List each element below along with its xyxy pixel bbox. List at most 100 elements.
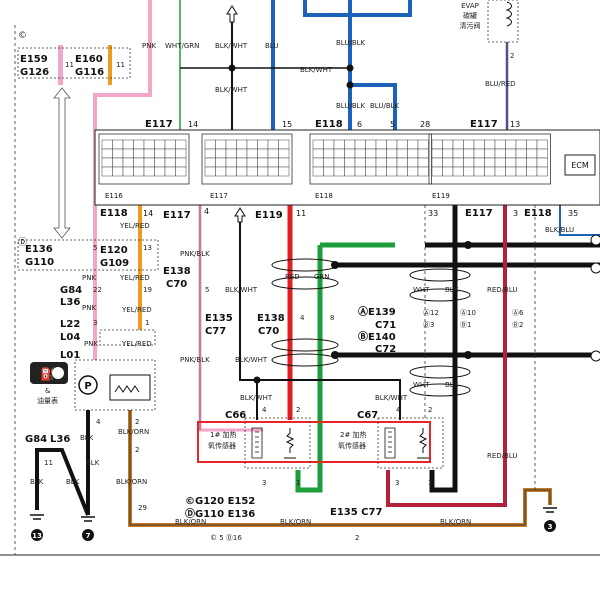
ecm-pin-cell <box>333 148 345 159</box>
orange-connector-bar <box>108 45 112 85</box>
pin-a10: Ⓐ10 <box>460 309 476 317</box>
wire-pnk-blk-2: PNK/BLK <box>180 356 210 364</box>
ecm-pin-cell <box>246 139 258 150</box>
ecm-pin-cell <box>225 166 237 177</box>
ecm-pin-cell <box>164 157 176 168</box>
ecm-pin-cell <box>257 139 269 150</box>
ecm-pin-cell <box>431 166 443 177</box>
sensor2-label-a: 2# 加热 <box>340 430 367 439</box>
top-e118-pin-c: 28 <box>420 120 430 129</box>
shield-ellipse-2 <box>271 338 339 367</box>
label-g110-e136: ⒹG110 E136 <box>185 507 255 520</box>
bot-e119-pin: 11 <box>296 209 306 218</box>
wire-blk-orn-2: BLK/ORN <box>116 478 147 486</box>
top-e117c-pin: 13 <box>510 120 520 129</box>
label-e135: E135 <box>205 313 233 324</box>
ecm-pin-cell <box>204 139 216 150</box>
ecm-pin-cell <box>417 139 429 150</box>
wire-blk-wht: BLK/WHT <box>215 42 248 50</box>
ecm-pin-cell <box>442 148 454 159</box>
evap-box <box>487 0 519 43</box>
shield-blk-2: BLK <box>445 381 459 389</box>
ecm-pin-cell <box>101 148 113 159</box>
blk-blu-wire <box>559 205 600 236</box>
ecm-pin-cell <box>484 148 496 159</box>
ecm-pin-cell <box>175 148 187 159</box>
ecm-pin-cell <box>536 139 548 150</box>
ecm-pin-cell <box>333 157 345 168</box>
ecm-pin-cell <box>452 148 464 159</box>
ecm-pin-cell <box>333 166 345 177</box>
fuel-gauge-label-1: & <box>45 387 51 395</box>
label-c70: C70 <box>166 279 187 290</box>
ecm-pin-cell <box>112 139 124 150</box>
gauge-resistor <box>109 374 151 401</box>
label-c77: C77 <box>205 326 226 337</box>
bot-e117b-pin: 3 <box>513 209 518 218</box>
ecm-pin-cell <box>112 157 124 168</box>
wire-blk-orn-bottom-1: BLK/ORN <box>175 518 206 526</box>
heater-coil-icon <box>251 427 263 459</box>
pin-5: 5 <box>93 244 97 252</box>
ecm-pin-cell <box>452 166 464 177</box>
dark-red-wire <box>386 205 507 507</box>
ecm-pin-cell <box>112 166 124 177</box>
ecm-pin-cell <box>344 157 356 168</box>
c67-pin1: 1 <box>428 479 432 487</box>
e116-label: E116 <box>105 192 123 200</box>
wire-blk-wht-2: BLK/WHT <box>235 356 268 364</box>
ecm-pin-cell <box>333 139 345 150</box>
evap-coil-icon <box>505 1 512 27</box>
label-g84b: G84 <box>25 434 47 445</box>
black-thick-wire <box>429 205 458 493</box>
ecm-pin-cell <box>536 166 548 177</box>
top-e117c: E117 <box>470 119 498 130</box>
wire-blk-orn-bottom-2: BLK/ORN <box>280 518 311 526</box>
ecm-pin-cell <box>354 166 366 177</box>
ecm-pin-grid <box>98 133 551 185</box>
pin-b2: Ⓑ2 <box>512 321 523 329</box>
label-c71: C71 <box>375 320 396 331</box>
ecm-pin-cell <box>312 139 324 150</box>
ecm-pin-cell <box>344 166 356 177</box>
label-c70b: C70 <box>258 326 279 337</box>
wire-pnk: PNK <box>142 42 156 50</box>
ecm-pin-cell <box>396 139 408 150</box>
ecm-pin-cell <box>386 139 398 150</box>
ecm-pin-cell <box>215 166 227 177</box>
pin-1: 1 <box>145 319 149 327</box>
arrow-up-icon <box>226 5 238 23</box>
ecm-pin-cell <box>417 157 429 168</box>
label-g110: G110 <box>25 257 54 268</box>
label-e138b: E138 <box>257 313 285 324</box>
ecm-pin-cell <box>143 157 155 168</box>
heater-coil-icon-2 <box>384 427 396 459</box>
sensor-c66-box <box>244 417 311 469</box>
pink-wire <box>93 0 152 360</box>
top-e117a-pin: 14 <box>188 120 198 129</box>
bot-e117a-pin: 4 <box>204 207 209 216</box>
ecm-pin-cell <box>246 157 258 168</box>
wire-yel-red: YEL/RED <box>119 222 150 230</box>
ecm-pin-cell <box>133 157 145 168</box>
ecm-pin-cell <box>407 148 419 159</box>
ecm-pin-cell <box>204 148 216 159</box>
ground-3-icon <box>543 507 557 532</box>
connector-block-d <box>17 239 159 271</box>
ecm-pin-cell <box>154 148 166 159</box>
ground-3-label: 3 <box>548 523 553 531</box>
wire-blk-1: BLK <box>80 434 94 442</box>
wire-yel-red-3: YEL/RED <box>121 306 152 314</box>
label-e159: E159 <box>20 54 48 65</box>
ecm-pin-cell <box>112 148 124 159</box>
ecm-pin-cell <box>312 157 324 168</box>
sensor-highlight-box <box>197 421 431 463</box>
ecm-pin-cell <box>267 166 279 177</box>
ecm-pin-cell <box>375 157 387 168</box>
pin-19: 19 <box>143 286 152 294</box>
ecm-pin-cell <box>365 166 377 177</box>
bot-e118b: E118 <box>524 208 552 219</box>
ecm-pin-cell <box>515 148 527 159</box>
ecm-pin-cell <box>515 166 527 177</box>
